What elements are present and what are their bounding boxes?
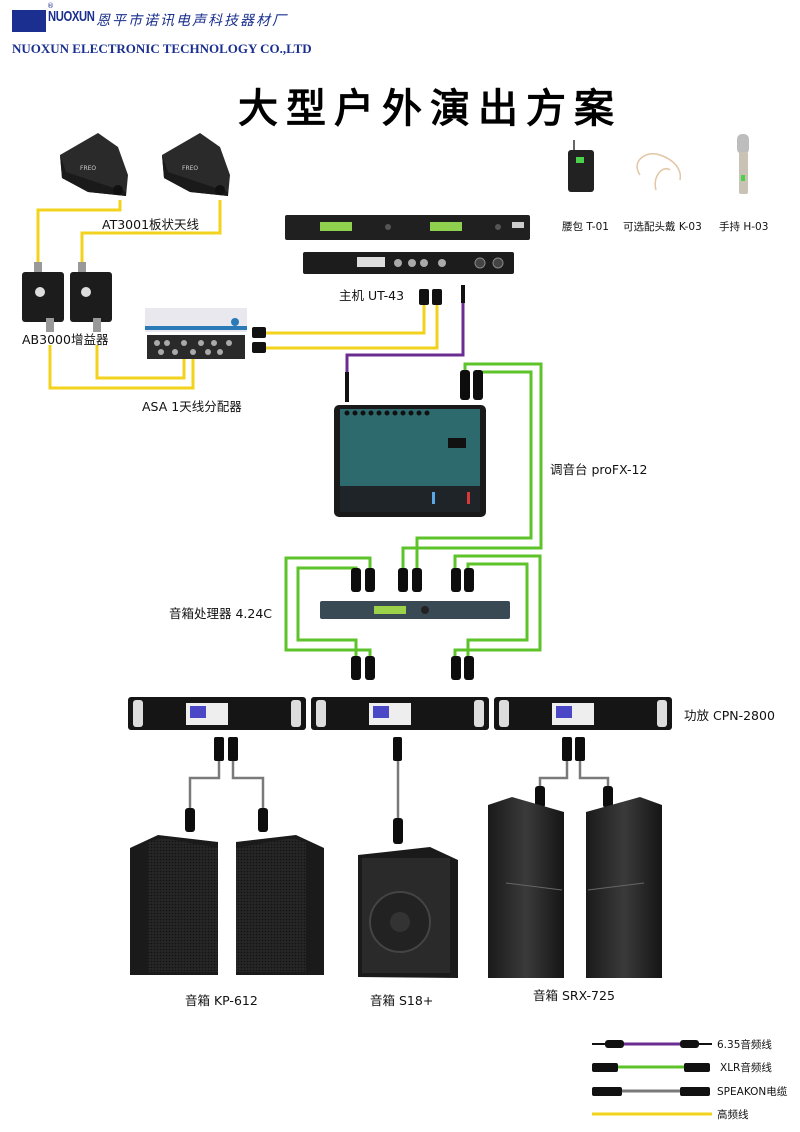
receiver-front-panel bbox=[285, 215, 530, 240]
label-speaker-s18: 音箱 S18+ bbox=[370, 993, 434, 1008]
amplifier-unit-1 bbox=[128, 697, 306, 730]
amplifier-unit-3 bbox=[494, 697, 672, 730]
booster-unit-2 bbox=[70, 262, 112, 332]
label-amplifier: 功放 CPN-2800 bbox=[684, 708, 775, 723]
rf-cable bbox=[36, 200, 122, 272]
speaker-srx725-right bbox=[586, 797, 662, 978]
bodypack-transmitter-icon bbox=[568, 140, 594, 192]
jack-plug-icon bbox=[345, 372, 349, 402]
legend-label-speakon: SPEAKON电缆 bbox=[717, 1086, 788, 1098]
legend-audio-635 bbox=[592, 1040, 712, 1048]
brand-name: NUOXUN bbox=[48, 8, 95, 25]
svg-text:FREO: FREO bbox=[182, 165, 198, 172]
antenna-panel-left: FREO bbox=[60, 133, 128, 196]
handheld-mic-icon bbox=[737, 134, 749, 194]
legend-label-audio-635: 6.35音频线 bbox=[717, 1039, 772, 1051]
label-speaker-srx725: 音箱 SRX-725 bbox=[533, 988, 615, 1003]
speaker-kp612-right bbox=[236, 835, 324, 975]
page-title: 大型户外演出方案 bbox=[238, 85, 622, 132]
label-speaker-kp612: 音箱 KP-612 bbox=[185, 993, 258, 1008]
speakon-cables bbox=[188, 760, 610, 820]
rf-cable bbox=[80, 200, 222, 272]
amplifier-unit-2 bbox=[311, 697, 489, 730]
rf-cable bbox=[48, 345, 195, 390]
company-name-cn: 恩平市诺讯电声科技器材厂 bbox=[96, 13, 288, 29]
rf-cable bbox=[265, 305, 426, 335]
legend-speakon bbox=[592, 1087, 710, 1096]
svg-text:FREO: FREO bbox=[80, 165, 96, 172]
booster-unit-1 bbox=[22, 262, 64, 332]
nuoxun-logo-icon bbox=[12, 10, 46, 32]
label-mixer: 调音台 proFX-12 bbox=[550, 462, 648, 477]
legend-label-rf: 高频线 bbox=[717, 1109, 749, 1121]
rf-cable bbox=[95, 345, 186, 380]
audio-635-cable bbox=[345, 290, 465, 375]
speaker-srx725-left bbox=[488, 797, 564, 978]
company-name-en: NUOXUN ELECTRONIC TECHNOLOGY CO.,LTD bbox=[12, 41, 312, 56]
speaker-processor-device bbox=[320, 601, 510, 619]
jack-plug-icon bbox=[461, 285, 465, 303]
label-mic-headset: 可选配头戴 K-03 bbox=[623, 221, 702, 233]
legend-label-xlr: XLR音频线 bbox=[720, 1062, 772, 1074]
registered-mark: ® bbox=[47, 2, 54, 10]
speakon-connectors bbox=[185, 737, 613, 844]
headset-mic-icon bbox=[636, 153, 682, 191]
label-antenna: AT3001板状天线 bbox=[102, 217, 200, 232]
label-booster: AB3000增益器 bbox=[22, 332, 109, 347]
xlr-connectors bbox=[351, 370, 483, 680]
legend-xlr bbox=[592, 1063, 710, 1072]
speaker-kp612-left bbox=[130, 835, 218, 975]
xlr-cables bbox=[284, 362, 543, 660]
label-splitter: ASA 1天线分配器 bbox=[142, 399, 242, 414]
antenna-panel-right: FREO bbox=[162, 133, 230, 196]
mixer-device bbox=[334, 405, 486, 517]
label-mic-handheld: 手持 H-03 bbox=[719, 221, 769, 233]
rf-cable bbox=[265, 305, 439, 350]
receiver-rear-panel bbox=[303, 252, 514, 274]
legend-samples bbox=[592, 1040, 712, 1116]
antenna-splitter-device bbox=[145, 308, 247, 359]
label-receiver: 主机 UT-43 bbox=[339, 288, 405, 303]
label-processor: 音箱处理器 4.24C bbox=[169, 606, 273, 621]
speaker-s18-subwoofer bbox=[358, 847, 458, 978]
label-mic-bodypack: 腰包 T-01 bbox=[562, 221, 609, 233]
rf-connectors bbox=[252, 289, 442, 353]
rf-cables bbox=[36, 200, 439, 390]
